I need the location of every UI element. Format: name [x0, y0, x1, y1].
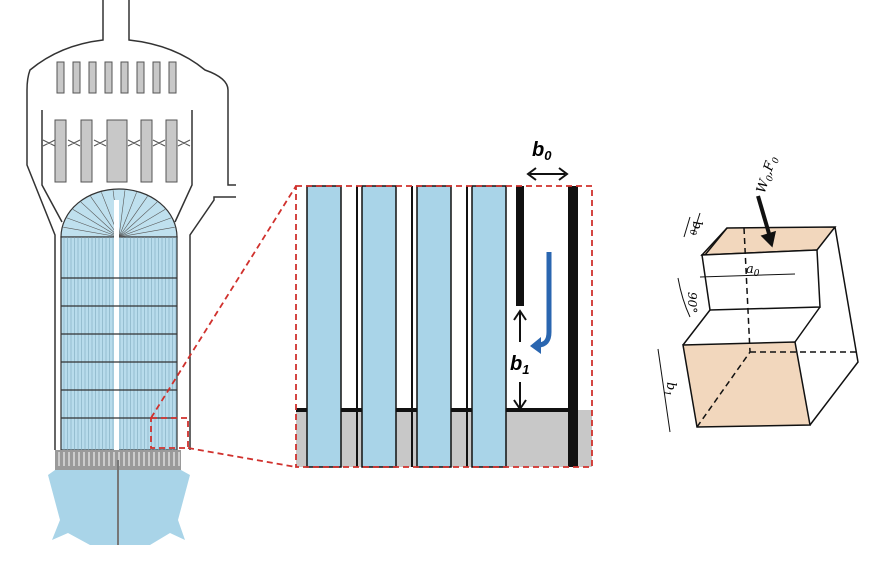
- dome-tube-line: [66, 217, 120, 238]
- label-angle: 90°: [685, 292, 699, 313]
- dome-tube-line: [118, 190, 126, 238]
- upper-rods: [54, 61, 178, 183]
- dome-tube-line: [118, 209, 166, 238]
- tube-bundle: [48, 188, 190, 545]
- label-a0: a0: [746, 262, 760, 279]
- dome-tube-line: [118, 226, 175, 238]
- dome-tube-line: [118, 201, 158, 238]
- b1-dimension-arrow: [513, 309, 527, 411]
- dome-tube-line: [63, 226, 120, 238]
- vessel: [26, 0, 236, 450]
- label-cell-b0: b0: [687, 221, 704, 235]
- separator-vanes: [42, 139, 191, 147]
- zoom-indicator: [150, 185, 297, 468]
- detail-view: b0 b1: [295, 139, 593, 468]
- label-w0-f0: W0,F0: [754, 154, 782, 196]
- dome-tube-line: [80, 201, 120, 238]
- dome-tube-line: [118, 196, 148, 238]
- b0-dimension-arrow: [526, 167, 569, 181]
- flow-arrow-icon: [537, 252, 552, 348]
- label-b1: b1: [510, 353, 529, 377]
- dome-tube-line: [118, 192, 137, 238]
- dome-tube-line: [118, 217, 172, 238]
- dome-tube-line: [72, 209, 120, 238]
- label-b0: b0: [532, 139, 552, 163]
- cell-geometry: [657, 195, 859, 433]
- label-cell-b1: b1: [661, 382, 678, 396]
